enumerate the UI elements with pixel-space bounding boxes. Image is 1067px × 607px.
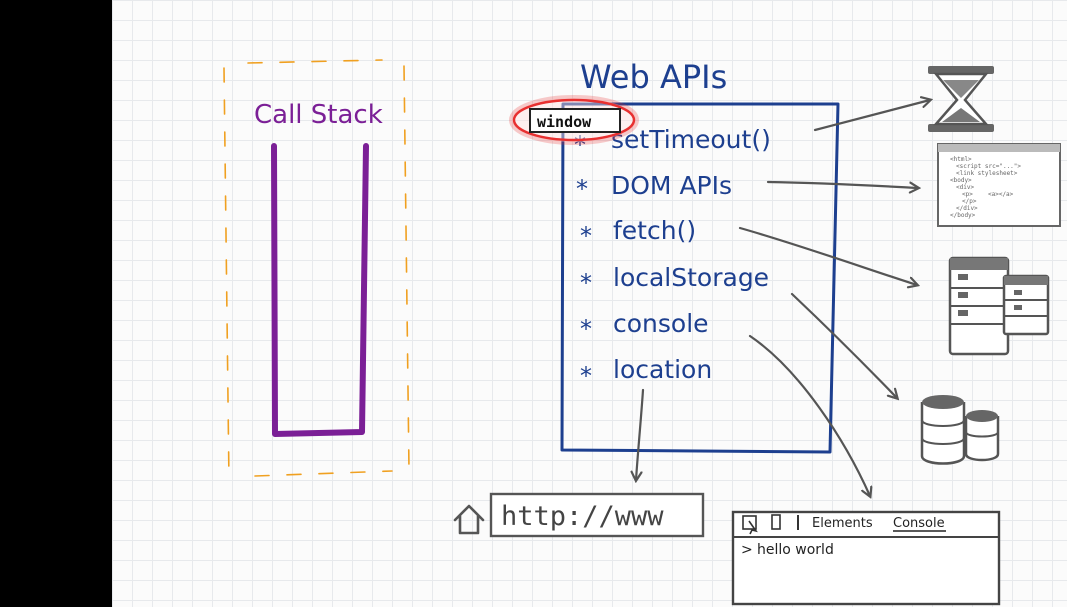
url-text: http://www	[501, 501, 664, 532]
inspect-icon	[742, 515, 758, 535]
arrow-fetch	[738, 226, 917, 285]
console-output: hello world	[757, 542, 834, 558]
html-line: <link stylesheet>	[956, 170, 1018, 177]
devtools-panel: Elements Console > hello world	[731, 510, 1001, 606]
bullet: *	[580, 269, 592, 297]
web-apis-title: Web APIs	[580, 58, 727, 96]
call-stack-title: Call Stack	[254, 100, 383, 130]
database-icon	[920, 395, 1000, 465]
html-line: </p>	[962, 198, 977, 205]
html-line: <a></a>	[988, 191, 1014, 198]
html-line: </div>	[956, 205, 978, 212]
tab-console[interactable]: Console	[893, 516, 945, 531]
bullet: *	[580, 362, 592, 390]
address-bar: http://www	[453, 492, 705, 538]
html-line: <html>	[950, 156, 972, 163]
bullet: *	[576, 175, 588, 203]
arrow-console	[748, 334, 870, 496]
html-document-icon: <html> <script src="..."> <link styleshe…	[937, 143, 1061, 227]
hourglass-icon	[928, 66, 994, 132]
server-icon	[948, 256, 1050, 356]
call-stack-frame	[223, 59, 410, 483]
device-icon	[771, 514, 781, 530]
item-location: location	[613, 355, 712, 384]
web-apis-box	[560, 102, 840, 454]
arrow-localstorage	[790, 292, 897, 398]
window-label-box	[529, 108, 621, 133]
html-line: </body>	[950, 212, 976, 219]
bullet: *	[580, 222, 592, 250]
html-line: <p>	[962, 191, 973, 198]
tab-elements[interactable]: Elements	[812, 516, 873, 531]
item-settimeout: setTimeout()	[611, 125, 771, 154]
window-highlight: window	[509, 95, 639, 145]
item-fetch: fetch()	[613, 216, 696, 245]
item-localstorage: localStorage	[613, 263, 769, 292]
call-stack-container	[271, 143, 369, 437]
html-line: <body>	[950, 177, 972, 184]
arrow-location	[636, 388, 645, 480]
item-console: console	[613, 309, 709, 338]
window-label: window	[537, 113, 592, 131]
arrow-settimeout	[813, 100, 930, 132]
home-icon	[453, 504, 485, 535]
item-dom-apis: DOM APIs	[611, 171, 732, 200]
url-field	[489, 492, 705, 538]
console-prompt: >	[741, 542, 753, 558]
html-line: <div>	[956, 184, 974, 191]
left-black-bar	[0, 0, 112, 607]
html-line: <script src="...">	[956, 163, 1021, 170]
arrow-dom	[766, 180, 918, 188]
web-apis-bullets: * * * * * *	[574, 131, 592, 390]
bullet: *	[580, 315, 592, 343]
bullet: *	[574, 131, 586, 159]
